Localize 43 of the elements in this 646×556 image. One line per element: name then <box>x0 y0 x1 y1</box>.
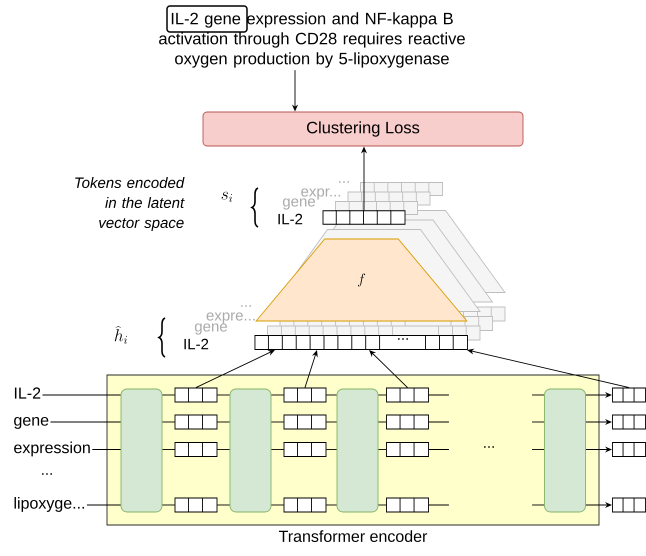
vector-symbol: $s_i$ <box>222 192 232 202</box>
tokens-caption: Tokens encoded in the latent vector space <box>75 177 185 231</box>
vector-bar <box>284 414 326 430</box>
layer-block <box>336 388 378 512</box>
vector-bar <box>174 442 218 458</box>
vector-bar <box>174 414 218 430</box>
layer-block <box>230 388 272 512</box>
token-label: ... <box>339 181 349 183</box>
vector-bar <box>386 414 429 430</box>
vector-bar <box>174 387 218 403</box>
token-label: expression <box>14 442 90 456</box>
ellipsis: ... <box>42 473 52 475</box>
vector-bar <box>284 497 326 513</box>
vector-bar <box>386 442 429 458</box>
token-label: gene <box>282 198 315 210</box>
token-label: expr... <box>301 188 340 200</box>
token-label: expre... <box>206 312 255 324</box>
loss-box: Clustering Loss <box>202 112 524 146</box>
vector-bar <box>174 497 218 513</box>
layer-block <box>120 388 162 512</box>
vector-bar <box>284 387 326 403</box>
ellipsis: ... <box>398 338 408 340</box>
token-label: ... <box>241 305 251 307</box>
token-label: lipoxyge... <box>14 497 84 512</box>
layer-block <box>544 388 586 512</box>
token-label: gene <box>194 323 227 335</box>
sentence-text: IL-2 gene expression and NF-kappa B activation through CD28 requires reactive oxygen production by 5-lipoxygenase <box>159 12 465 68</box>
vector-bar <box>254 334 468 350</box>
token-label: IL-2 <box>184 338 208 350</box>
token-label: IL-2 <box>14 387 40 399</box>
vector-bar <box>386 387 429 403</box>
ellipsis: ... <box>484 446 494 448</box>
vector-bar <box>612 497 646 513</box>
vector-bar <box>612 414 646 430</box>
node-label: Transformer encoder <box>278 530 428 542</box>
vector-symbol: $\widehat{h}_i$ <box>114 326 127 344</box>
vector-bar <box>386 497 429 513</box>
token-label: IL-2 <box>278 214 302 224</box>
vector-bar <box>612 387 646 403</box>
token-label: gene <box>14 416 48 429</box>
vector-bar <box>322 210 406 226</box>
vector-bar <box>284 442 326 458</box>
vector-bar <box>612 442 646 458</box>
